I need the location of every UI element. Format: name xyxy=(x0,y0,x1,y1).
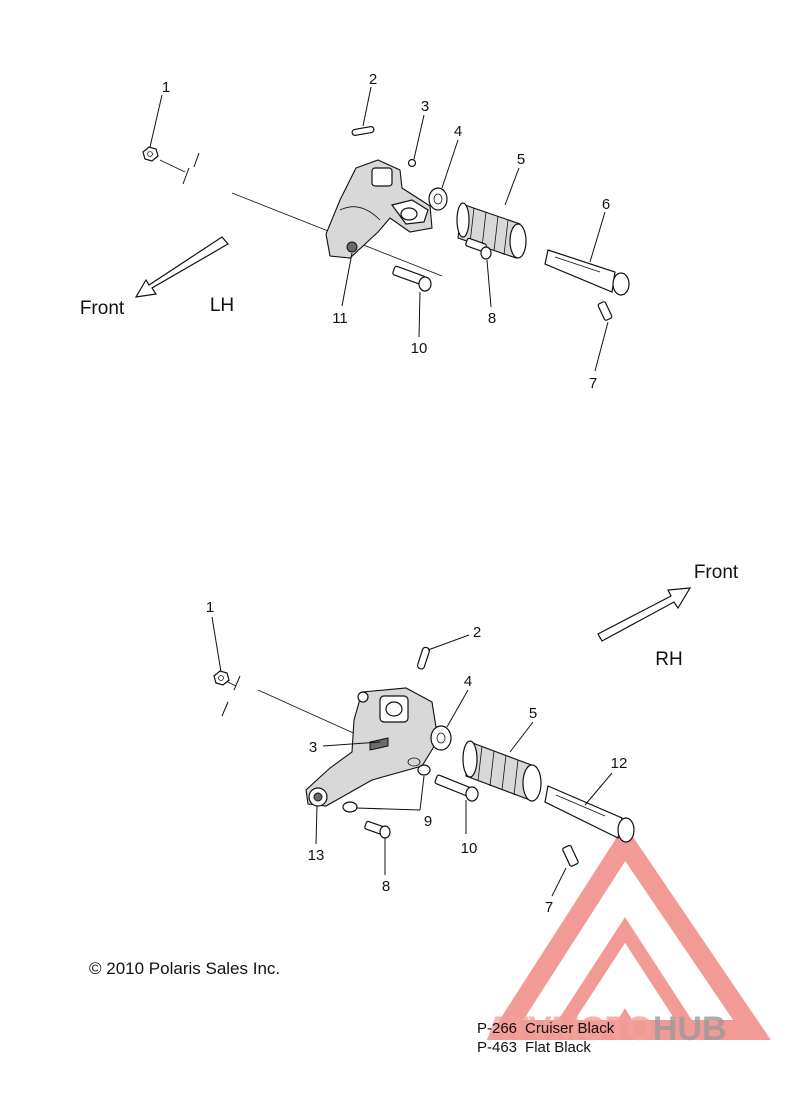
lh-callout-7: 7 xyxy=(589,375,597,392)
rh-bolt-8 xyxy=(364,820,391,839)
rh-front-label: Front xyxy=(694,562,739,583)
lh-pin xyxy=(351,126,375,136)
copyright-text: © 2010 Polaris Sales Inc. xyxy=(89,959,280,978)
lh-callout-2: 2 xyxy=(369,71,377,88)
rh-callout-1: 1 xyxy=(206,599,214,616)
lh-callout-4: 4 xyxy=(454,123,462,140)
watermark-logo xyxy=(486,824,771,1040)
lh-cotter-pin xyxy=(597,301,613,321)
lh-callout-8: 8 xyxy=(488,310,496,327)
rh-nut xyxy=(213,670,230,686)
rh-callout-13: 13 xyxy=(308,847,325,864)
lh-callout-6: 6 xyxy=(602,196,610,213)
rh-bolt-10 xyxy=(434,774,479,802)
rh-footpeg-pin xyxy=(544,785,635,843)
rh-cotter-pin xyxy=(562,844,579,867)
rh-pin xyxy=(416,646,431,670)
lh-callout-11: 11 xyxy=(332,310,348,327)
lh-nut xyxy=(142,146,159,162)
lh-side-label: LH xyxy=(210,295,234,316)
rh-washer-9a xyxy=(417,764,431,776)
rh-callout-7: 7 xyxy=(545,899,553,916)
lh-bolt-8 xyxy=(465,237,492,260)
lh-callout-10: 10 xyxy=(411,340,428,357)
rh-callout-8: 8 xyxy=(382,878,390,895)
lh-footpeg-pin xyxy=(544,249,630,296)
rh-washer-9b xyxy=(342,801,358,813)
rh-callout-9: 9 xyxy=(424,813,432,830)
rh-washer xyxy=(430,725,452,751)
lh-bolt-10 xyxy=(392,265,432,292)
rh-callout-4: 4 xyxy=(464,673,472,690)
lh-callout-5: 5 xyxy=(517,151,525,168)
lh-bracket xyxy=(325,159,433,259)
rh-callout-3: 3 xyxy=(309,739,317,756)
watermark-text: ATVMOTOHUB xyxy=(486,1010,727,1048)
rh-callout-5: 5 xyxy=(529,705,537,722)
lh-footpeg-rubber xyxy=(456,202,527,259)
lh-clip xyxy=(407,158,417,168)
lh-callout-1: 1 xyxy=(162,79,170,96)
rh-callout-12: 12 xyxy=(611,755,628,772)
rh-callout-10: 10 xyxy=(461,840,478,857)
rh-side-label: RH xyxy=(655,649,682,670)
rh-footpeg-rubber xyxy=(462,740,542,802)
lh-front-arrow xyxy=(134,236,229,298)
rh-assembly xyxy=(211,587,692,897)
lh-callout-3: 3 xyxy=(421,98,429,115)
rh-front-arrow xyxy=(597,587,692,642)
lh-front-label: Front xyxy=(80,298,125,319)
lh-washer xyxy=(428,187,448,211)
rh-callout-2: 2 xyxy=(473,624,481,641)
rh-bracket xyxy=(305,687,439,807)
lh-assembly xyxy=(134,86,630,372)
svg-text:ATVMOTOHUB: ATVMOTOHUB xyxy=(486,1010,727,1048)
